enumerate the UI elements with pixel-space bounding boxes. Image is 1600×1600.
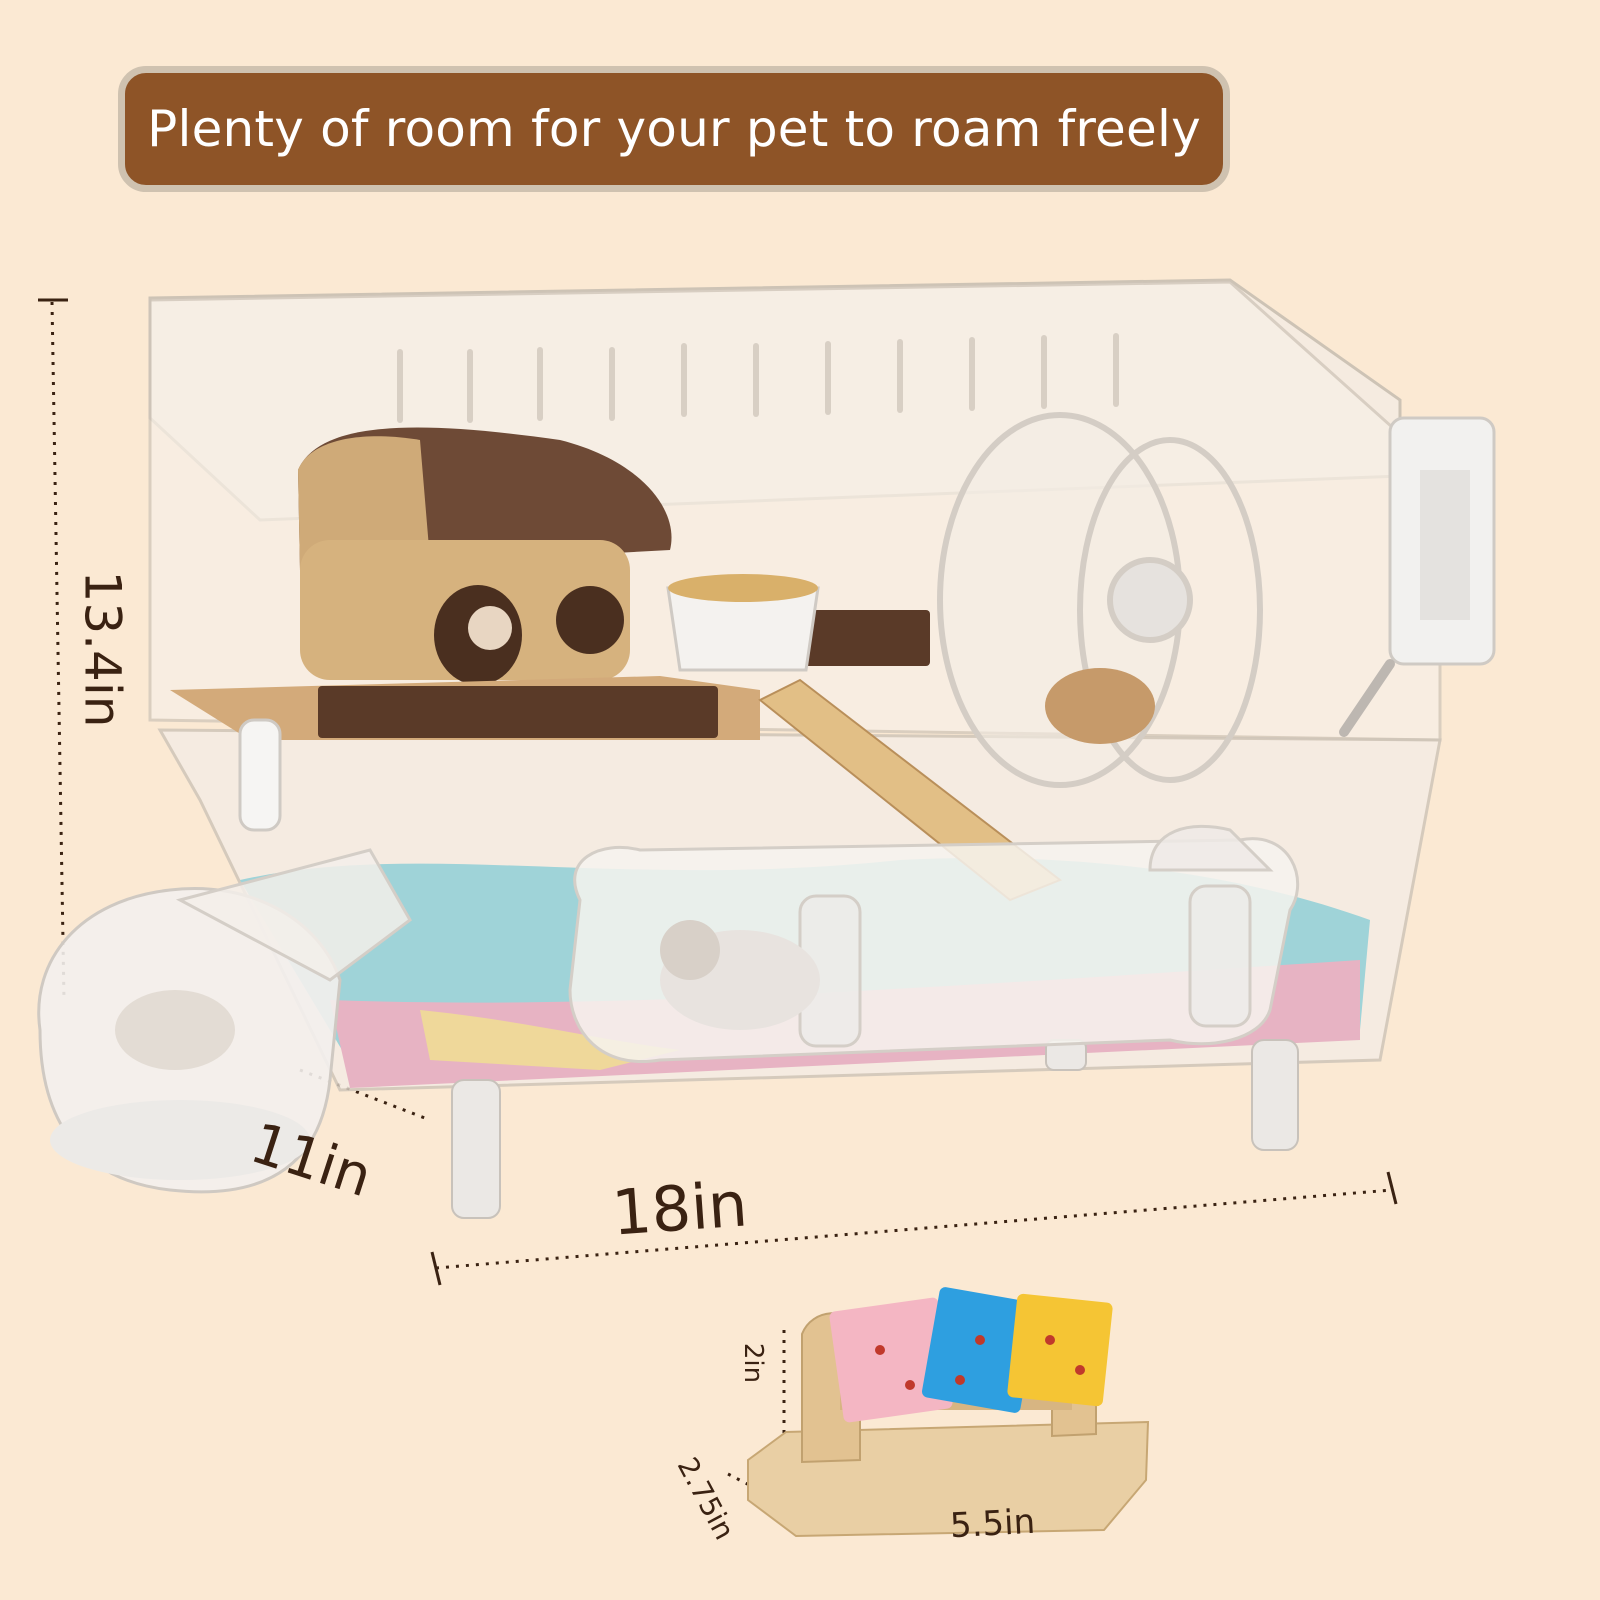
headline-text: Plenty of room for your pet to roam free… [147, 100, 1201, 158]
cage-vent-slots [397, 333, 1119, 423]
width-cap-right [1386, 1171, 1398, 1205]
height-line [50, 301, 66, 1001]
width-cap-left [430, 1251, 442, 1286]
pink-cube [829, 1297, 953, 1423]
headline-banner: Plenty of room for your pet to roam free… [118, 66, 1230, 192]
toy-height-label: 2in [738, 1342, 769, 1384]
hamster-in-wheel [1045, 668, 1155, 744]
hamster-pod [37, 848, 412, 1194]
cage-legs [451, 1039, 1299, 1219]
food-bowl [666, 574, 820, 672]
wooden-cube-toy [747, 1287, 1150, 1538]
side-clip [238, 718, 282, 832]
height-label: 13.4in [73, 570, 132, 728]
cube-dots [875, 1335, 1085, 1390]
toy-width-label: 5.5in [949, 1501, 1037, 1547]
yellow-cube [1007, 1293, 1113, 1407]
mushroom-house [298, 427, 672, 685]
cage [37, 278, 1496, 1219]
width-label: 18in [609, 1167, 750, 1250]
width-line [435, 1188, 1393, 1270]
water-bottle [1339, 416, 1496, 737]
fence [318, 610, 930, 738]
